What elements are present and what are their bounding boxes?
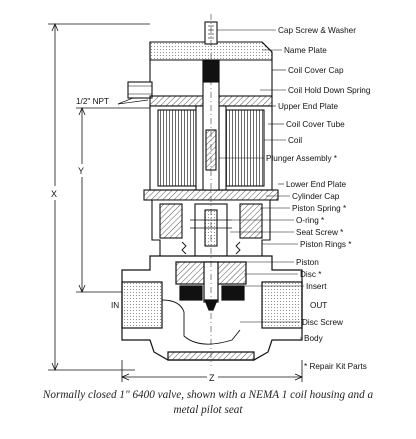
- callout-cap-screw-washer: Cap Screw & Washer: [278, 26, 356, 35]
- callout-coil-cover-cap: Coil Cover Cap: [288, 66, 344, 75]
- caption-line-2: metal pilot seat: [173, 404, 243, 416]
- caption-line-1: Normally closed 1" 6400 valve, shown wit…: [42, 389, 374, 401]
- dimension-y-label: Y: [78, 166, 84, 176]
- callout-body: Body: [304, 334, 324, 343]
- callout-coil-cover-tube: Coil Cover Tube: [286, 120, 345, 129]
- callout-coil: Coil: [288, 136, 302, 145]
- npt-label: 1/2" NPT: [76, 97, 109, 106]
- dimension-x-label: X: [51, 189, 57, 199]
- callout-out-port: OUT: [310, 301, 327, 310]
- callout-piston-spring: Piston Spring *: [292, 204, 347, 213]
- valve-cross-section: X Y Z 1/2" NPT: [48, 14, 371, 383]
- callout-plunger-assembly: Plunger Assembly *: [266, 154, 338, 163]
- callout-insert: Insert: [306, 282, 327, 291]
- in-port-label: IN: [111, 301, 119, 310]
- callout-upper-end-plate: Upper End Plate: [278, 102, 339, 111]
- repair-kit-footnote: * Repair Kit Parts: [304, 362, 367, 371]
- valve-body: [121, 255, 303, 361]
- callout-coil-hold-down-spring: Coil Hold Down Spring: [288, 86, 371, 95]
- callout-leaders: [217, 29, 304, 339]
- callout-disc: Disc *: [300, 270, 322, 279]
- callout-piston-rings: Piston Rings *: [300, 240, 352, 249]
- callout-piston: Piston: [296, 258, 319, 267]
- callout-cylinder-cap: Cylinder Cap: [292, 192, 340, 201]
- callout-lower-end-plate: Lower End Plate: [286, 180, 347, 189]
- callout-o-ring: O-ring *: [296, 216, 325, 225]
- coil-housing: [127, 21, 279, 201]
- figure-caption: Normally closed 1" 6400 valve, shown wit…: [0, 388, 416, 418]
- callout-disc-screw: Disc Screw: [302, 318, 343, 327]
- dimension-z-label: Z: [209, 373, 215, 383]
- dimension-y: [76, 106, 150, 294]
- callout-name-plate: Name Plate: [284, 46, 327, 55]
- callout-seat-screw: Seat Screw *: [296, 228, 344, 237]
- callout-labels: Cap Screw & Washer Name Plate Coil Cover…: [111, 26, 371, 371]
